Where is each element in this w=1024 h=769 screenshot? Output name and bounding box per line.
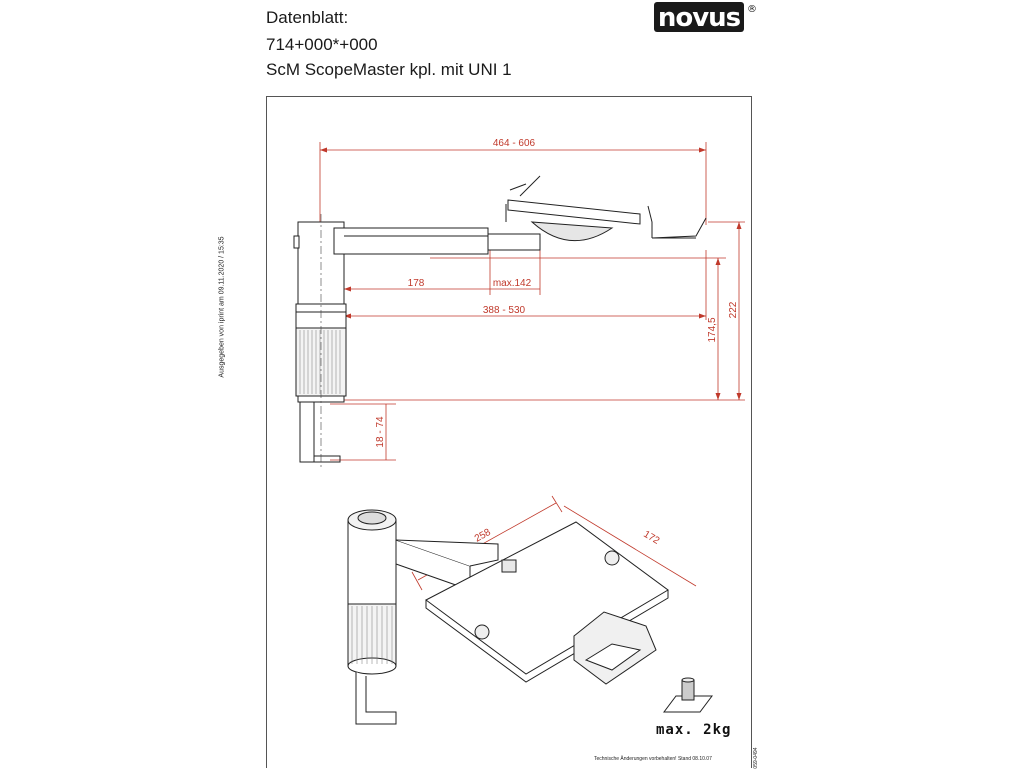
product-name: ScM ScopeMaster kpl. mit UNI 1: [266, 60, 512, 79]
side-view: [293, 175, 707, 463]
dim-height-inner: 174,5: [707, 317, 718, 342]
column-collar: [295, 303, 347, 329]
dim-tray-width: 258: [473, 527, 493, 545]
iso-view: [347, 509, 669, 725]
iso-grip-ribs: [351, 606, 393, 664]
registered-mark: ®: [747, 4, 756, 15]
dimension-lines: [300, 142, 745, 591]
dim-total-length: 464 - 606: [493, 138, 536, 149]
doc-code-text: 059-0494: [753, 747, 759, 769]
footnote: Technische Änderungen vorbehalten! Stand…: [594, 756, 712, 762]
drawing-frame: [266, 96, 752, 768]
dim-height-total: 222: [728, 301, 739, 318]
dimension-arrows: [320, 147, 742, 400]
arm-beam: [333, 227, 489, 255]
dim-clamp-range: 18 - 74: [375, 416, 386, 448]
tray-bowl: [530, 221, 614, 241]
document-title: Datenblatt:: [266, 8, 349, 27]
dim-slide: max.142: [493, 278, 532, 289]
weight-icon: [663, 677, 713, 713]
dim-tray-depth: 172: [641, 529, 661, 547]
dimension-labels: 464 - 606 178 max.142 388 - 530 174,5 22…: [375, 138, 739, 547]
tray-side: [507, 199, 641, 225]
novus-logo: novus ®: [654, 0, 757, 39]
dim-arm-length: 388 - 530: [483, 305, 526, 316]
max-load-label: max. 2kg: [656, 722, 731, 738]
logo-text: novus: [658, 3, 741, 33]
grip-ribs: [299, 330, 341, 394]
arm-slide: [487, 233, 541, 251]
article-number: 714+000*+000: [266, 35, 378, 54]
clamp-body: [299, 401, 315, 463]
logo-cap: [357, 511, 387, 525]
dim-offset: 178: [408, 278, 425, 289]
